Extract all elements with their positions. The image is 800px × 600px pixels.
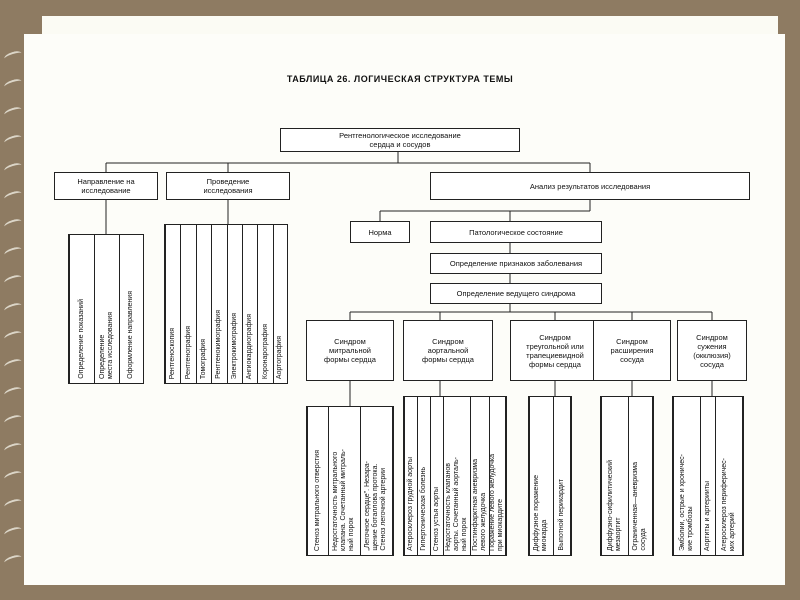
aortic-item: Поражение левого желудочка при миокардит…: [489, 397, 506, 555]
conduct-items-group: Рентгеноскопия Рентгенография Томография…: [164, 224, 289, 384]
page-title: ТАБЛИЦА 26. ЛОГИЧЕСКАЯ СТРУКТУРА ТЕМЫ: [286, 74, 514, 84]
root-node: Рентгенологическое исследование сердца и…: [280, 128, 520, 152]
triangular-item: Выпотной перикардит: [553, 397, 571, 555]
direction-item: Определение показаний: [69, 235, 94, 383]
aortic-item: Стеноз устья аорты: [430, 397, 443, 555]
node-leading-syndrome: Определение ведущего синдрома: [430, 283, 602, 304]
syndrome-vessel-narrowing: Синдром сужения (окклюзия) сосуда: [677, 320, 747, 381]
mitral-item: Недостаточность митрального клапана. Соч…: [328, 407, 360, 555]
conduct-item: Томография: [195, 225, 211, 383]
aortic-item: Недостаточность клапанов аорты. Сочетанн…: [443, 397, 470, 555]
node-conduct: Проведение исследования: [166, 172, 290, 200]
node-signs: Определение признаков заболевания: [430, 253, 602, 274]
aortic-item: Атеросклероз грудной аорты: [404, 397, 417, 555]
vessel-narrowing-item: Аортиты и артерииты: [700, 397, 715, 555]
aortic-items-group: Атеросклероз грудной аорты Гипертоническ…: [403, 396, 507, 556]
conduct-item: Коронарография: [257, 225, 272, 383]
node-pathology: Патологическое состояние: [430, 221, 602, 243]
aortic-item: Гипертоническая болезнь: [417, 397, 430, 555]
syndrome-aortic: Синдром аортальной формы сердца: [403, 320, 493, 381]
syndrome-vessel-dilation: Синдром расширения сосуда: [593, 320, 671, 381]
vessel-narrowing-item: Эмболии, острые и хроничес- кие тромбозы: [673, 397, 700, 555]
conduct-item: Электрокимография: [226, 225, 242, 383]
triangular-items-group: Диффузное поражение миокарда Выпотной пе…: [528, 396, 572, 556]
node-norm: Норма: [350, 221, 410, 243]
mitral-items-group: Стеноз митрального отверстия Недостаточн…: [306, 406, 394, 556]
conduct-item: Аортография: [272, 225, 289, 383]
direction-items-group: Определение показаний Определение места …: [68, 234, 144, 384]
vessel-dilation-item: Диффузно-сифилитический мезаортит: [601, 397, 628, 555]
aortic-item: Постинфарктная аневризма левого желудочк…: [470, 397, 489, 555]
direction-item: Оформление направления: [119, 235, 144, 383]
mitral-item: „Легочное сердце". Незара- щение боталло…: [360, 407, 393, 555]
node-analysis: Анализ результатов исследования: [430, 172, 750, 200]
triangular-item: Диффузное поражение миокарда: [529, 397, 553, 555]
slide-top-strip: [42, 16, 778, 36]
node-direction: Направление на исследование: [54, 172, 158, 200]
conduct-item: Ангиокардиография: [242, 225, 257, 383]
vessel-narrowing-item: Атеросклероз периферичес- ких артерий: [715, 397, 743, 555]
conduct-item: Рентгенография: [180, 225, 195, 383]
conduct-item: Рентгенокимография: [211, 225, 226, 383]
vessel-narrowing-items-group: Эмболии, острые и хроничес- кие тромбозы…: [672, 396, 744, 556]
mitral-item: Стеноз митрального отверстия: [307, 407, 328, 555]
vessel-dilation-item: Ограниченная—аневризма сосуда: [628, 397, 653, 555]
vessel-dilation-items-group: Диффузно-сифилитический мезаортит Ограни…: [600, 396, 654, 556]
conduct-item: Рентгеноскопия: [165, 225, 180, 383]
direction-item: Определение места исследования: [94, 235, 119, 383]
syndrome-triangular: Синдром треугольной или трапециевидной ф…: [510, 320, 600, 381]
syndrome-mitral: Синдром митральной формы сердца: [306, 320, 394, 381]
